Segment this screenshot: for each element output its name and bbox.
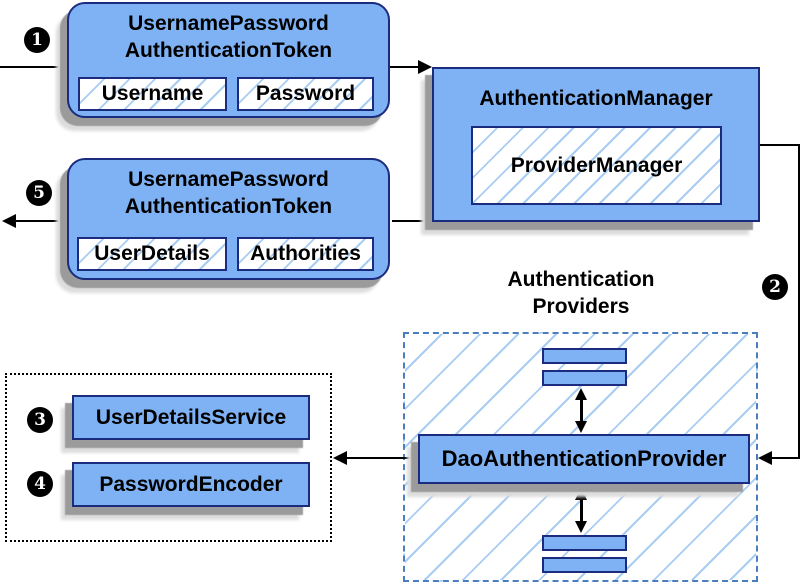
password-field: Password: [237, 77, 374, 111]
connector-token-to-manager: [390, 66, 419, 68]
request-token-title: UsernamePassword AuthenticationToken: [69, 4, 388, 64]
step-4-badge: 4: [27, 471, 53, 497]
step-2-badge: 2: [762, 274, 788, 300]
other-provider-bar: [542, 348, 627, 364]
step-5-badge: 5: [26, 180, 52, 206]
request-token-title-line1: UsernamePassword: [128, 12, 329, 35]
arrowhead-outgoing-response: [2, 214, 16, 228]
authentication-manager-title: AuthenticationManager: [479, 87, 713, 110]
response-token-title-line1: UsernamePassword: [128, 168, 329, 191]
step-3-badge: 3: [27, 407, 53, 433]
connector-token-outgoing: [15, 220, 67, 222]
authentication-providers-label: Authentication Providers: [431, 266, 731, 320]
provider-manager-node: ProviderManager: [471, 126, 722, 205]
arrowhead-up-icon: [575, 488, 587, 500]
bidirectional-arrow-bottom: [574, 488, 588, 533]
authorities-field: Authorities: [237, 237, 374, 271]
arrowhead-into-provider: [758, 451, 772, 465]
connector-provider-to-collaborators: [347, 457, 418, 459]
connector-incoming-request: [0, 66, 67, 68]
authentication-providers-label-line1: Authentication: [507, 268, 655, 291]
request-token-title-line2: AuthenticationToken: [124, 39, 333, 62]
arrowhead-into-manager: [418, 60, 432, 74]
connector-manager-to-provider-bottom: [772, 457, 800, 459]
connector-manager-to-provider-vertical: [798, 144, 800, 459]
arrow-shaft: [580, 397, 583, 424]
step-1-badge: 1: [24, 27, 50, 53]
connector-manager-to-token: [392, 220, 432, 222]
response-token-title: UsernamePassword AuthenticationToken: [69, 160, 388, 220]
collaborators-group: [5, 373, 332, 542]
connector-manager-to-provider-top: [760, 144, 800, 146]
arrowhead-up-icon: [575, 388, 587, 400]
arrowhead-into-collaborators: [333, 451, 347, 465]
password-encoder-node: PasswordEncoder: [72, 462, 310, 507]
other-provider-bar: [542, 535, 627, 551]
user-details-service-node: UserDetailsService: [72, 395, 310, 440]
dao-authentication-provider-node: DaoAuthenticationProvider: [418, 434, 750, 484]
arrowhead-down-icon: [575, 421, 587, 433]
response-token-title-line2: AuthenticationToken: [124, 195, 333, 218]
userdetails-field: UserDetails: [77, 237, 227, 271]
other-provider-bar: [542, 557, 627, 573]
username-field: Username: [78, 77, 227, 111]
other-provider-bar: [542, 370, 627, 386]
arrow-shaft: [580, 497, 583, 524]
arrowhead-down-icon: [575, 521, 587, 533]
bidirectional-arrow-top: [574, 388, 588, 433]
authentication-providers-label-line2: Providers: [532, 295, 630, 318]
